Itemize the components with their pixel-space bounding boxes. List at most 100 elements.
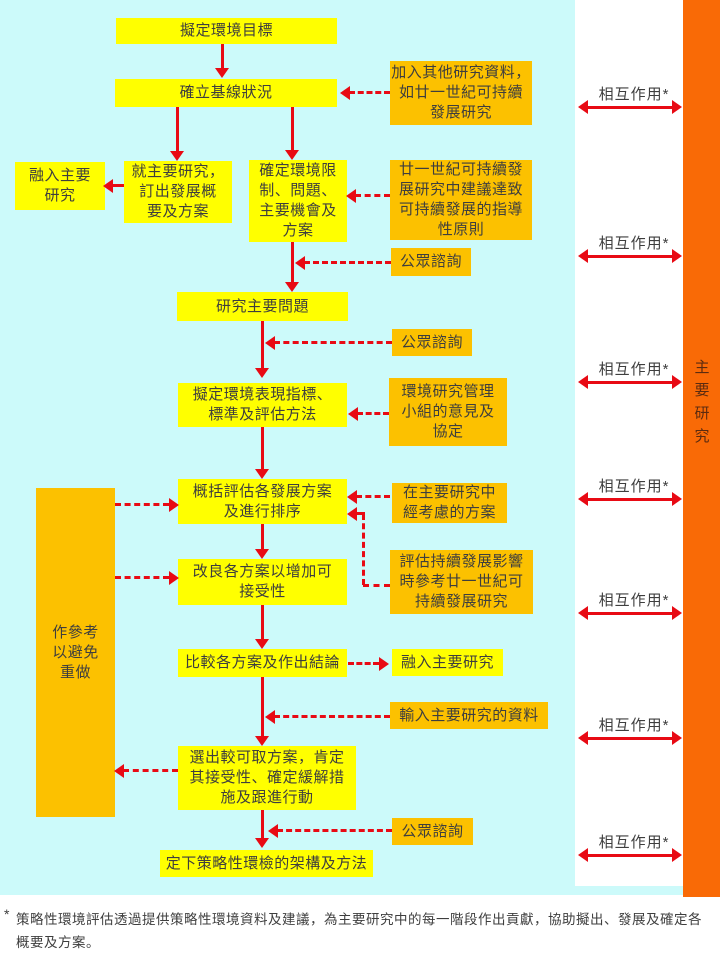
flow-line-constraints-issues	[291, 242, 294, 283]
arrow-right-icon	[672, 492, 682, 506]
arrow-left-icon	[578, 606, 588, 620]
interaction-label: 相互作用*	[598, 592, 670, 609]
interaction-label: 相互作用*	[598, 834, 670, 851]
dashed-line-reference-improve	[115, 576, 169, 579]
arrow-right-icon	[672, 848, 682, 862]
arrow-left-icon	[578, 848, 588, 862]
dashed-line-compare-integrate	[348, 662, 379, 665]
node-sustainability-reference: 評估持續發展影響 時參考廿一世紀可 持續發展研究	[390, 550, 533, 614]
arrow-down-icon	[255, 469, 269, 479]
node-integrate-main-study-right: 融入主要研究	[392, 649, 503, 676]
arrow-left-icon	[578, 249, 588, 263]
main-study-bar	[683, 0, 720, 897]
footnote-asterisk: *	[4, 906, 10, 922]
arrow-down-icon	[170, 151, 184, 161]
arrow-left-icon	[265, 336, 275, 350]
dashed-line-options-evaluation	[356, 495, 390, 498]
arrow-right-icon	[672, 249, 682, 263]
flow-line-compare-select	[261, 677, 264, 737]
node-input-main-study-data: 輸入主要研究的資料	[390, 702, 548, 729]
flow-line-objectives-baseline	[221, 44, 224, 69]
interaction-arrow	[586, 381, 674, 384]
interaction-label: 相互作用*	[598, 86, 670, 103]
node-reference-avoid-rework: 作參考 以避免 重做	[36, 488, 115, 817]
footnote-text: 策略性環境評估透過提供策略性環境資料及建議，為主要研究中的每一階段作出貢獻，協助…	[16, 912, 702, 950]
dashed-line-consult1	[304, 261, 391, 264]
node-set-env-objectives: 擬定環境目標	[116, 18, 337, 44]
interaction-arrow	[586, 255, 674, 258]
dashed-line-select-reference	[123, 769, 178, 772]
node-compare-conclude: 比較各方案及作出結論	[178, 649, 347, 677]
interaction-arrow	[586, 612, 674, 615]
arrow-down-icon	[255, 639, 269, 649]
node-integrate-main-study-left: 融入主要 研究	[15, 162, 105, 210]
arrow-down-icon	[215, 68, 229, 78]
arrow-left-icon	[347, 490, 357, 504]
flow-line-issues-indicators	[261, 321, 264, 369]
arrow-left-icon	[347, 507, 357, 521]
dashed-elbow-vertical	[362, 514, 365, 585]
dashed-elbow-top	[356, 512, 365, 515]
flow-line-improve-compare	[261, 605, 264, 640]
arrow-down-icon	[285, 150, 299, 160]
interaction-column-background	[575, 0, 683, 886]
node-select-preferred-option: 選出較可取方案，肯定 其接受性、確定緩解措 施及跟進行動	[178, 746, 356, 810]
node-develop-briefs-options: 就主要研究， 訂出發展概 要及方案	[124, 161, 232, 223]
node-sea-framework-methods: 定下策略性環檢的架構及方法	[160, 850, 373, 877]
arrow-left-icon	[348, 407, 358, 421]
dashed-line-otherdata-baseline	[349, 91, 390, 94]
arrow-left-icon	[265, 710, 275, 724]
node-options-considered: 在主要研究中 經考慮的方案	[392, 483, 507, 523]
node-add-other-study-data: 加入其他研究資料， 如廿一世紀可持續 發展研究	[390, 61, 532, 125]
arrow-left-icon	[114, 764, 124, 778]
arrow-right-icon	[672, 100, 682, 114]
node-public-consultation-1: 公眾諮詢	[391, 248, 471, 276]
dashed-elbow-bottom	[363, 584, 390, 587]
arrow-right-icon	[169, 498, 179, 512]
arrow-left-icon	[578, 492, 588, 506]
interaction-label: 相互作用*	[598, 717, 670, 734]
node-env-performance-indicators: 擬定環境表現指標、 標準及評估方法	[178, 383, 347, 427]
flow-line-evaluation-improve	[261, 524, 264, 550]
arrow-left-icon	[340, 86, 350, 100]
interaction-label: 相互作用*	[598, 478, 670, 495]
arrow-left-icon	[295, 256, 305, 270]
interaction-arrow	[586, 498, 674, 501]
dashed-line-briefs-integrate	[112, 184, 124, 187]
flow-line-baseline-constraints	[291, 107, 294, 151]
arrow-right-icon	[672, 375, 682, 389]
flow-line-baseline-briefs	[176, 107, 179, 152]
node-identify-constraints: 確定環境限 制、問題、 主要機會及 方案	[249, 160, 347, 242]
flow-line-select-framework	[261, 810, 264, 839]
node-improve-options: 改良各方案以增加可 接受性	[178, 559, 347, 605]
arrow-right-icon	[672, 731, 682, 745]
arrow-left-icon	[578, 100, 588, 114]
dashed-line-consult3	[277, 829, 392, 832]
flow-line-indicators-evaluation	[261, 427, 264, 470]
arrow-down-icon	[255, 736, 269, 746]
arrow-left-icon	[578, 375, 588, 389]
node-public-consultation-2: 公眾諮詢	[392, 329, 472, 356]
arrow-down-icon	[255, 368, 269, 378]
arrow-left-icon	[103, 179, 113, 193]
main-study-label: 主 要 研 究	[694, 359, 710, 445]
node-public-consultation-3: 公眾諮詢	[392, 818, 473, 845]
dashed-line-consult2	[274, 341, 392, 344]
node-broad-evaluation-ranking: 概括評估各發展方案 及進行排序	[178, 479, 347, 524]
node-study-management-group: 環境研究管理 小組的意見及 協定	[389, 378, 507, 446]
interaction-label: 相互作用*	[598, 361, 670, 378]
node-study-key-issues: 研究主要問題	[177, 292, 348, 321]
arrow-down-icon	[255, 838, 269, 848]
node-establish-baseline: 確立基線狀況	[115, 79, 337, 107]
node-agenda21-principles: 廿一世紀可持續發 展研究中建議達致 可持續發展的指導 性原則	[390, 160, 532, 240]
dashed-line-group-indicators	[357, 412, 389, 415]
interaction-arrow	[586, 854, 674, 857]
arrow-right-icon	[169, 571, 179, 585]
dashed-line-inputdata	[274, 715, 390, 718]
dashed-line-principles-constraints	[355, 194, 390, 197]
arrow-left-icon	[268, 824, 278, 838]
arrow-right-icon	[379, 657, 389, 671]
interaction-label: 相互作用*	[598, 235, 670, 252]
interaction-arrow	[586, 737, 674, 740]
